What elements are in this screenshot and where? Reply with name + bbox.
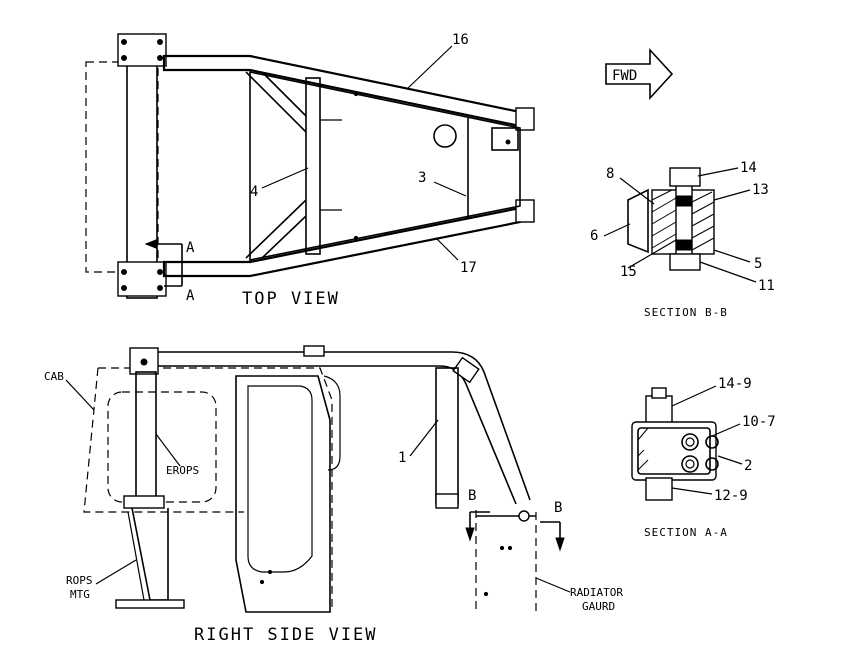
section-a-a: 14-9 10-7 2 12-9 SECTION A-A [631, 376, 776, 539]
center-plate [249, 71, 521, 261]
section-a-bolt-head [645, 395, 673, 425]
top-view-cab-outline [85, 61, 159, 273]
callout-1: 1 [398, 450, 406, 466]
callout-13: 13 [752, 182, 769, 198]
section-a-arrow [144, 239, 157, 249]
side-view-cab-outline [83, 367, 333, 612]
fwd-indicator: FWD [605, 47, 674, 101]
side-view-window [107, 391, 217, 503]
callout-16: 16 [452, 32, 469, 48]
section-b-side-plate [627, 188, 649, 254]
radiator-guard-pin [518, 510, 530, 522]
section-b-bolt-head [669, 167, 701, 187]
callout-8: 8 [606, 166, 614, 182]
post-base-bracket [123, 495, 165, 509]
section-a-housing [631, 421, 717, 481]
callout-10-7: 10-7 [742, 414, 776, 430]
rollbar-top-beam-inner [158, 365, 517, 505]
section-a-bolt-lower [681, 455, 699, 473]
radiator-guard-outline [475, 510, 537, 612]
rops-mount [131, 507, 169, 601]
cab-pillar [435, 367, 459, 505]
fwd-label: FWD [612, 68, 637, 84]
top-view-hole [433, 124, 457, 148]
rops-label-line2: MTG [70, 588, 90, 601]
radiator-label-line2: GAURD [582, 600, 615, 613]
callout-17: 17 [460, 260, 477, 276]
callout-6: 6 [590, 228, 598, 244]
right-upper-bracket [515, 107, 535, 131]
callout-2: 2 [744, 458, 752, 474]
radiator-label-line1: RADIATOR [570, 586, 623, 599]
section-b-right-label: B [554, 500, 562, 516]
cab-label: CAB [44, 370, 64, 383]
callout-14: 14 [740, 160, 757, 176]
callout-5: 5 [754, 256, 762, 272]
section-a-title: SECTION A-A [644, 526, 728, 539]
section-b-title: SECTION B-B [644, 306, 728, 319]
top-view-title: TOP VIEW [242, 289, 340, 309]
right-side-view-title: RIGHT SIDE VIEW [194, 625, 378, 645]
top-view-rollbar-tube [126, 35, 158, 299]
rops-mount-base [115, 599, 185, 609]
section-a-upper-label: A [186, 240, 195, 256]
callout-14-9: 14-9 [718, 376, 752, 392]
section-b-left-arrow [465, 527, 475, 542]
cross-bar [305, 77, 321, 255]
right-lower-bracket [515, 199, 535, 223]
side-view-door [235, 375, 331, 613]
rollbar-top-beam [158, 351, 531, 501]
top-view-box [491, 127, 519, 151]
bottom-bracket [117, 261, 167, 297]
section-a-nut [645, 477, 673, 501]
rops-post [135, 371, 157, 499]
right-side-view: B B CAB EROPS ROPS MTG 1 RADIATOR GAURD … [44, 345, 623, 645]
section-b-b: 14 8 13 6 15 5 11 SECTION B-B [590, 160, 775, 319]
top-view: A A 16 3 4 17 TOP VIEW [85, 32, 535, 309]
callout-15: 15 [620, 264, 637, 280]
section-a-bolt-upper [681, 433, 699, 451]
section-b-left-label: B [468, 488, 476, 504]
callout-4: 4 [250, 184, 258, 200]
section-b-right-arrow [555, 537, 565, 552]
erops-label: EROPS [166, 464, 199, 477]
callout-3: 3 [418, 170, 426, 186]
callout-12-9: 12-9 [714, 488, 748, 504]
section-a-lower-label: A [186, 288, 195, 304]
rops-label-line1: ROPS [66, 574, 93, 587]
callout-11: 11 [758, 278, 775, 294]
top-bracket [117, 33, 167, 67]
fwd-arrow-icon [605, 47, 674, 101]
section-b-nut [669, 253, 701, 271]
